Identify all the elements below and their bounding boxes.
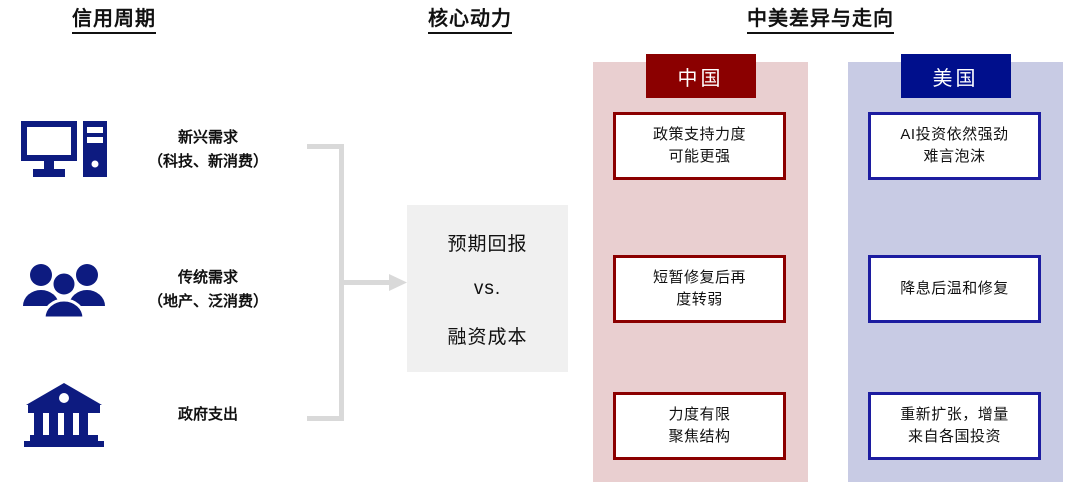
card-line1: 重新扩张，增量 [900, 406, 1009, 423]
core-vs-label: vs. [473, 277, 502, 299]
panel-usa: 美国 AI投资依然强劲 难言泡沫 降息后温和修复 重新扩张，增量 来自各国投资 [848, 54, 1063, 482]
demand-row-traditional: 传统需求 （地产、泛消费） [0, 245, 300, 335]
demand-row-emerging: 新兴需求 （科技、新消费） [0, 105, 300, 195]
card-line2: 度转弱 [676, 291, 723, 308]
desktop-computer-icon [14, 105, 114, 195]
card-line1: 短暂修复后再 [652, 269, 746, 286]
demand-label-traditional: 传统需求 （地产、泛消费） [118, 245, 298, 335]
panel-header-usa: 美国 [900, 54, 1011, 98]
government-building-icon [14, 370, 114, 460]
card-line2: 聚焦结构 [668, 428, 731, 445]
card-line2: 可能更强 [668, 148, 731, 165]
demand-label-line1: 新兴需求 [177, 129, 238, 146]
section-title-credit-cycle: 信用周期 [72, 8, 156, 34]
card-line1: AI投资依然强劲 [900, 126, 1009, 143]
demand-label-line1: 传统需求 [177, 269, 238, 286]
people-group-icon [14, 245, 114, 335]
demand-label-emerging: 新兴需求 （科技、新消费） [118, 105, 298, 195]
section-title-diff-outlook: 中美差异与走向 [747, 8, 894, 34]
demand-label-line2: （科技、新消费） [147, 153, 268, 170]
demand-row-government: 政府支出 [0, 370, 300, 460]
card-line2: 难言泡沫 [923, 148, 986, 165]
china-card-fiscal: 力度有限 聚焦结构 [613, 392, 786, 460]
usa-card-expansion: 重新扩张，增量 来自各国投资 [868, 392, 1041, 460]
card-line1: 力度有限 [668, 406, 731, 423]
china-card-policy: 政策支持力度 可能更强 [613, 112, 786, 180]
core-funding-cost: 融资成本 [447, 326, 528, 348]
section-title-core-driver: 核心动力 [428, 8, 512, 34]
usa-card-rate-cut: 降息后温和修复 [868, 255, 1041, 323]
core-expected-return: 预期回报 [447, 233, 528, 255]
card-line1: 政策支持力度 [652, 126, 746, 143]
demand-label-line2: （地产、泛消费） [147, 293, 268, 310]
card-line1: 降息后温和修复 [900, 280, 1009, 297]
bracket-connector [305, 140, 407, 425]
china-card-recovery: 短暂修复后再 度转弱 [613, 255, 786, 323]
panel-header-china: 中国 [645, 54, 756, 98]
panel-china: 中国 政策支持力度 可能更强 短暂修复后再 度转弱 力度有限 聚焦结构 [593, 54, 808, 482]
usa-card-ai-investment: AI投资依然强劲 难言泡沫 [868, 112, 1041, 180]
demand-label-line1: 政府支出 [177, 406, 238, 423]
demand-label-government: 政府支出 [118, 370, 298, 460]
card-line2: 来自各国投资 [907, 428, 1001, 445]
core-driver-box: 预期回报 vs. 融资成本 [407, 205, 568, 372]
